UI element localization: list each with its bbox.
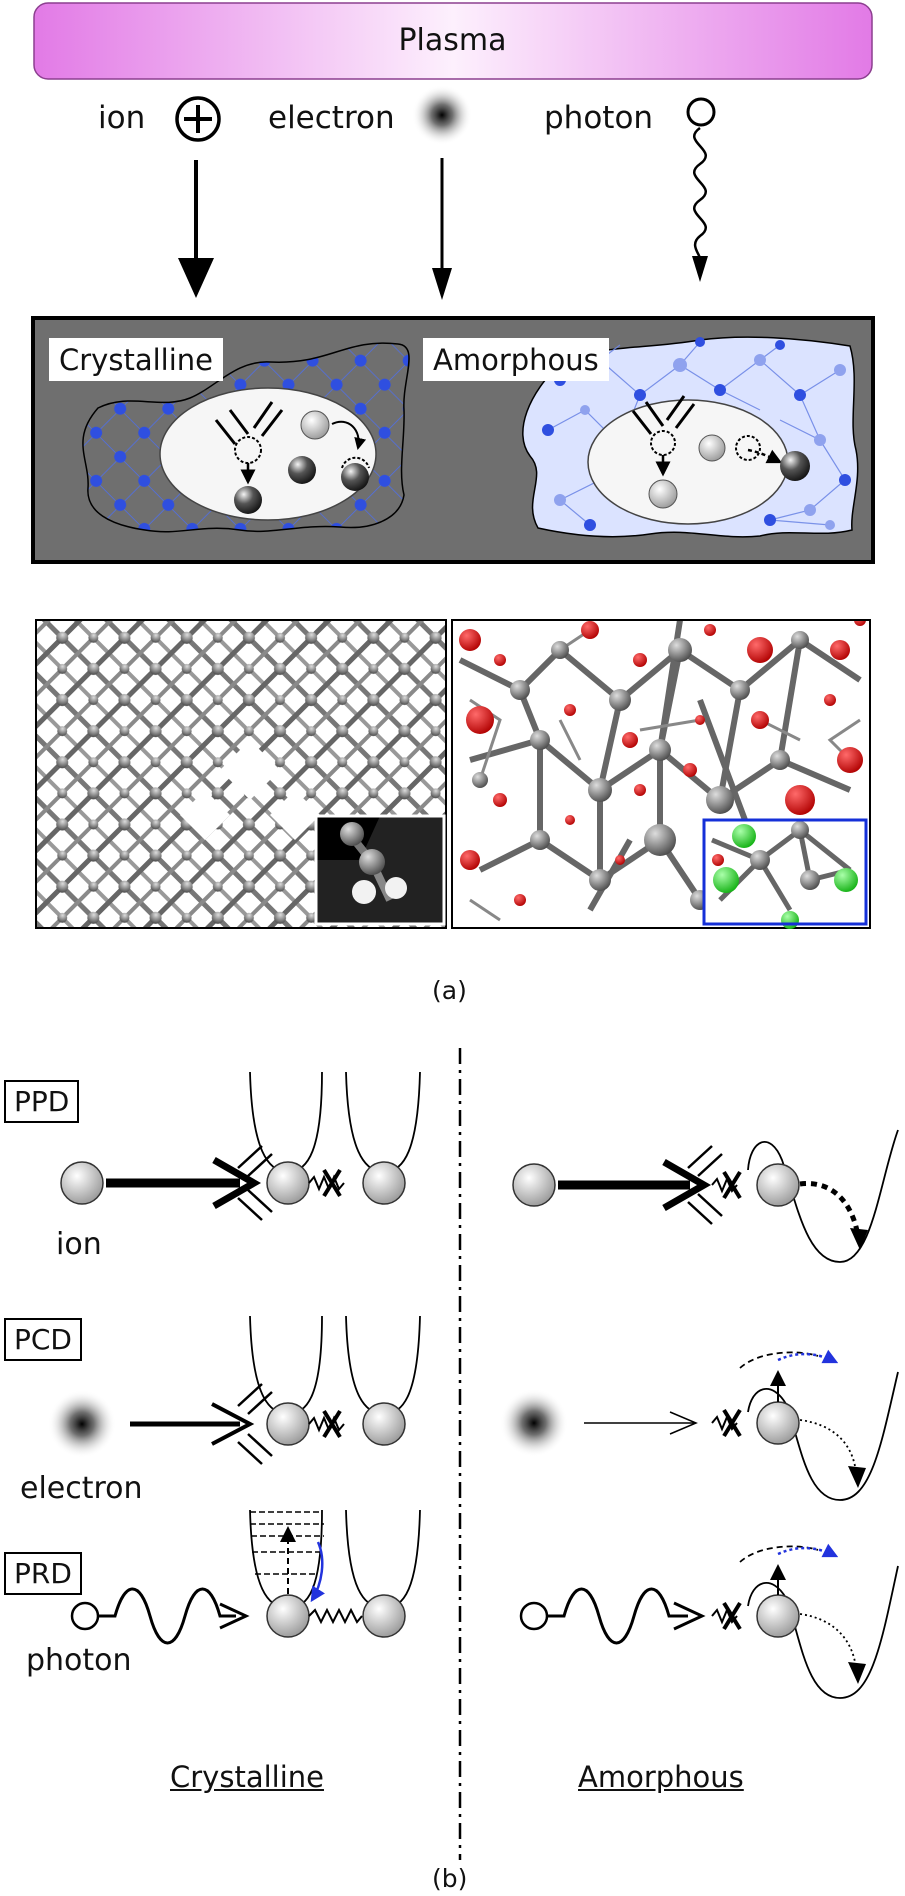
- photon-wavy-arrow: [692, 126, 708, 282]
- amorphous-vacancy-arrow: [631, 395, 696, 509]
- crystalline-column-label: Crystalline: [170, 1760, 324, 1794]
- prd-tag: PRD: [4, 1552, 82, 1595]
- crystalline-hop-arrow: [331, 420, 367, 450]
- ppd-tag: PPD: [4, 1080, 80, 1123]
- plasma-label: Plasma: [398, 23, 507, 58]
- photon-particle-label: photon: [26, 1643, 132, 1678]
- ppd-crystalline-scheme: [60, 1071, 421, 1221]
- amorphous-grey-atoms: [472, 631, 809, 910]
- prd-amorphous-scheme: [519, 1543, 899, 1699]
- amorphous-ellipse: [587, 399, 789, 525]
- ion-plus-icon: [175, 96, 221, 142]
- photon-label: photon: [544, 100, 654, 136]
- amorphous-vacancy-site: [735, 435, 761, 461]
- pcd-tag: PCD: [4, 1318, 82, 1361]
- electron-blur-icon: [412, 85, 472, 145]
- lattice-atom: [288, 456, 316, 484]
- ion-particle-label: ion: [56, 1227, 102, 1262]
- photon-circle-icon: [686, 97, 716, 127]
- crystalline-tag: Crystalline: [49, 338, 223, 381]
- crystalline-vacancy-arrow: [214, 401, 284, 514]
- electron-label: electron: [268, 100, 395, 136]
- caption-b: (b): [432, 1864, 468, 1893]
- prd-crystalline-scheme: [70, 1509, 421, 1645]
- electron-arrow-down: [432, 158, 452, 300]
- plasma-bar: [33, 2, 873, 80]
- ion-arrow-down: [178, 160, 214, 298]
- displaced-atom: [341, 463, 369, 491]
- amorphous-red-atoms: [459, 620, 866, 906]
- ppd-amorphous-scheme: [512, 1129, 899, 1263]
- amorphous-displaced-atom: [780, 451, 810, 481]
- ion-label: ion: [98, 100, 146, 136]
- amorphous-tag: Amorphous: [423, 338, 609, 381]
- caption-a: (a): [432, 976, 467, 1005]
- crystalline-image-frame: [35, 619, 447, 929]
- amorphous-hop-arrow: [747, 448, 783, 464]
- amorphous-defect-inset: [702, 818, 868, 929]
- electron-particle-label: electron: [20, 1471, 143, 1506]
- amorphous-column-label: Amorphous: [578, 1760, 744, 1794]
- amorphous-image-frame: [451, 619, 871, 929]
- pcd-amorphous-scheme: [500, 1349, 899, 1501]
- interstitial-atom: [300, 410, 330, 440]
- pcd-crystalline-scheme: [48, 1315, 421, 1465]
- amorphous-mobile-atom: [698, 434, 726, 462]
- crystalline-defect-inset: [314, 814, 446, 926]
